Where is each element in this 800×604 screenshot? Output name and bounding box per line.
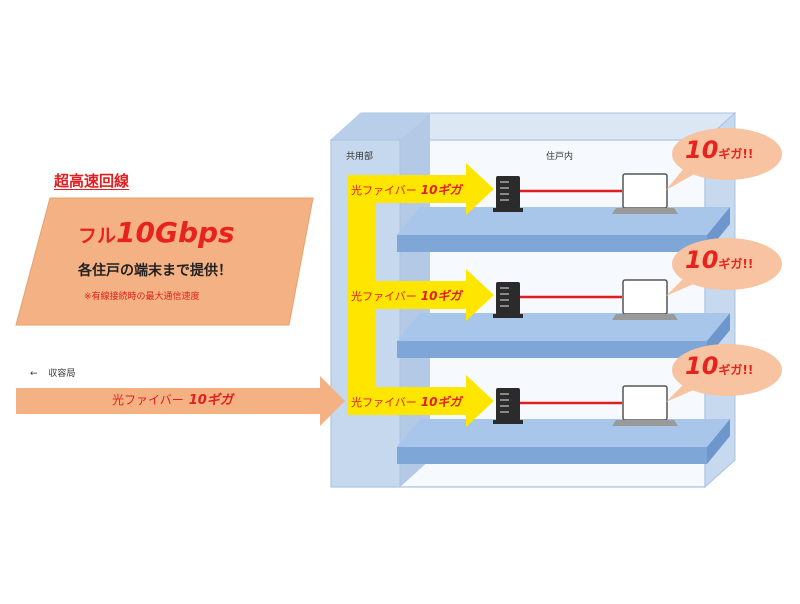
speed-bubble — [666, 344, 782, 402]
bubble-unit: ギガ!! — [718, 147, 754, 161]
floor-slab-2 — [397, 313, 730, 358]
station-name: 収容局 — [48, 369, 76, 379]
laptop-icon — [612, 173, 678, 214]
fiber-prefix: 光ファイバー — [351, 396, 417, 409]
bubble-unit: ギガ!! — [718, 363, 754, 377]
router-icon — [493, 176, 523, 212]
fiber-speed: 10ギガ — [420, 289, 462, 303]
common-area-label: 共用部 — [346, 152, 374, 162]
station-label: ← 収容局 — [30, 370, 75, 379]
promo-subtitle: 各住戸の端末まで提供！ — [78, 263, 232, 279]
incoming-fiber-label: 光ファイバー 10ギガ — [112, 394, 233, 407]
bubble-unit: ギガ!! — [718, 257, 754, 271]
service-title: 超高速回線 — [54, 172, 130, 190]
floor-slab-1 — [397, 207, 730, 252]
fiber-speed: 10ギガ — [420, 183, 462, 197]
speed-bubble — [666, 128, 782, 190]
incoming-fiber-prefix: 光ファイバー — [112, 393, 184, 407]
floor-fiber-arrow-1 — [348, 163, 494, 215]
floor-fiber-arrow-2 — [348, 269, 494, 321]
incoming-fiber-speed: 10ギガ — [188, 393, 233, 408]
floor-fiber-arrow-3 — [348, 375, 494, 427]
bubble-text-1: 10ギガ!! — [685, 138, 753, 162]
fiber-prefix: 光ファイバー — [351, 290, 417, 303]
promo-speed: 10Gbps — [116, 216, 235, 249]
speed-bubble — [666, 238, 782, 296]
fiber-prefix: 光ファイバー — [351, 184, 417, 197]
router-icon — [493, 388, 523, 424]
bubble-number: 10 — [685, 136, 719, 164]
floor-slab-3 — [397, 419, 730, 464]
bubble-text-3: 10ギガ!! — [685, 354, 753, 378]
bubble-number: 10 — [685, 352, 719, 380]
promo-note: ※有線接続時の最大通信速度 — [84, 292, 200, 302]
promo-prefix: フル — [78, 225, 117, 247]
router-icon — [493, 282, 523, 318]
common-area-top — [331, 113, 430, 140]
promo-headline: フル10Gbps — [78, 219, 235, 247]
laptop-icon — [612, 279, 678, 320]
bubble-text-2: 10ギガ!! — [685, 248, 753, 272]
promo-panel — [15, 197, 314, 326]
incoming-line-arrow — [16, 376, 345, 426]
bubble-number: 10 — [685, 246, 719, 274]
laptop-icon — [612, 385, 678, 426]
fiber-speed: 10ギガ — [420, 395, 462, 409]
unit-interior-label: 住戸内 — [546, 152, 574, 162]
left-arrow-icon: ← — [30, 369, 38, 379]
